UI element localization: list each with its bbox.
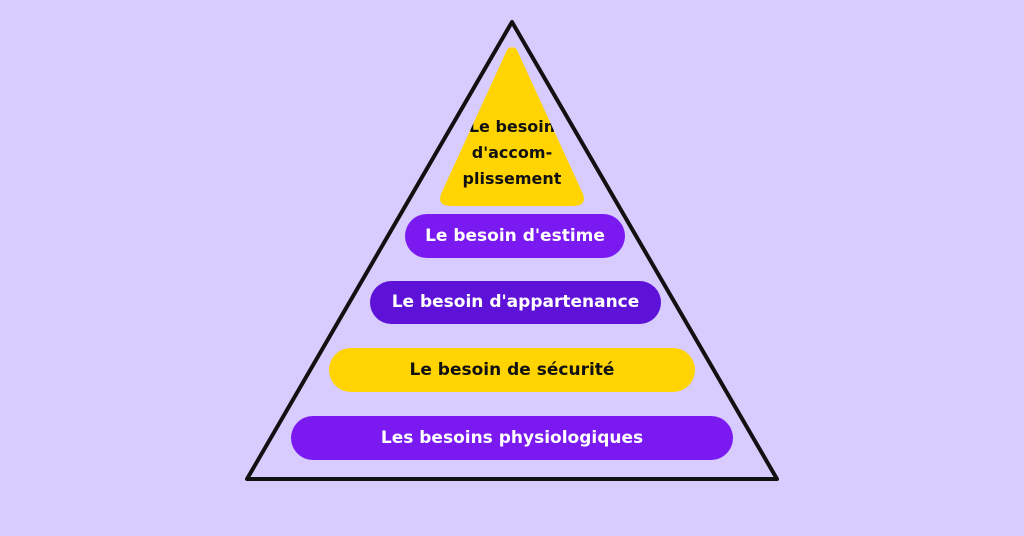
level-estime-label: Le besoin d'estime [425, 225, 605, 246]
level-estime: Le besoin d'estime [405, 214, 625, 258]
level-physiologiques: Les besoins physiologiques [291, 416, 733, 460]
level-appartenance-label: Le besoin d'appartenance [391, 292, 640, 312]
level-accomplissement-label: Le besoin d'accom- plissement [463, 114, 562, 192]
level-physiologiques-label: Les besoins physiologiques [380, 427, 644, 448]
pyramid-triangle [245, 20, 779, 481]
level-accomplissement-line-1: Le besoin [468, 117, 556, 136]
level-securite-label: Le besoin de sécurité [409, 359, 615, 380]
level-accomplissement-line-2: d'accom- [471, 143, 553, 162]
level-accomplissement-line-3: plissement [462, 169, 562, 188]
level-appartenance: Le besoin d'appartenance [370, 281, 661, 324]
level-securite: Le besoin de sécurité [329, 348, 695, 392]
